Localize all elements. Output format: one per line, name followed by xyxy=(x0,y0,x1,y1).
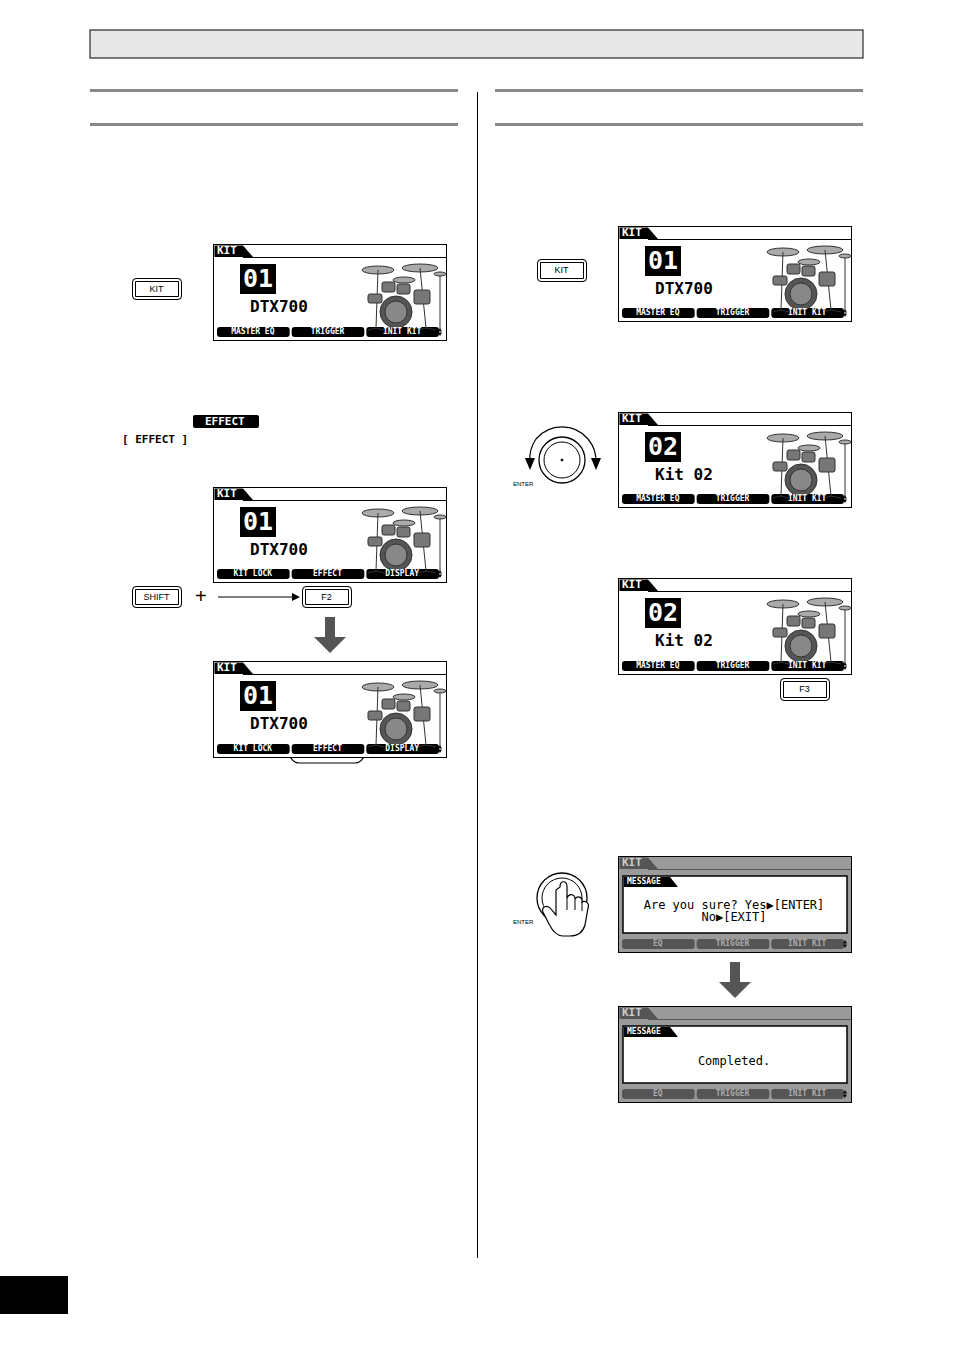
soft-key-label: DISPLAY xyxy=(385,569,419,579)
soft-key-label: INIT KIT xyxy=(383,327,422,337)
lcd-message-screen: KIT MESSAGE Are you sure? Yes▶[ENTER] No▶[… xyxy=(618,856,852,953)
kit-name: Kit 02 xyxy=(655,465,713,485)
drum-kit-illustration xyxy=(761,242,851,314)
soft-key-label: TRIGGER xyxy=(716,939,750,949)
kit-number: 02 xyxy=(645,432,681,462)
soft-key-label: INIT KIT xyxy=(788,661,827,671)
button-label: KIT xyxy=(554,265,568,275)
rule xyxy=(90,123,458,126)
soft-key-label: KIT LOCK xyxy=(234,569,273,579)
kit-number: 01 xyxy=(240,264,276,294)
header-bar xyxy=(90,30,863,58)
panel-button: F2 xyxy=(302,586,352,608)
panel-button: KIT xyxy=(537,259,587,282)
panel-button: KIT xyxy=(132,278,182,300)
kit-number: 01 xyxy=(240,507,276,537)
soft-key-label: INIT KIT xyxy=(788,939,827,949)
rule xyxy=(495,89,863,92)
plus-sign: + xyxy=(193,585,209,608)
kit-name: DTX700 xyxy=(250,714,308,734)
soft-key-label: TRIGGER xyxy=(716,1089,750,1099)
kit-number: 02 xyxy=(645,598,681,628)
page-tab xyxy=(0,1276,68,1314)
screen-tab: KIT xyxy=(622,227,642,239)
lcd-screen: KIT01DTX700MASTER EQ TRIGGER INIT KIT xyxy=(213,244,447,341)
kit-number: 01 xyxy=(645,246,681,276)
rule xyxy=(90,89,458,92)
panel-button: SHIFT xyxy=(132,586,182,608)
soft-key-label: INIT KIT xyxy=(788,308,827,318)
soft-key-label: TRIGGER xyxy=(716,494,750,504)
screen-tab: KIT xyxy=(622,413,642,425)
connector xyxy=(218,593,300,601)
rule xyxy=(495,123,863,126)
kit-number: 01 xyxy=(240,681,276,711)
connector xyxy=(719,962,751,998)
button-label: KIT xyxy=(149,284,163,294)
message-text: Completed. xyxy=(629,1055,839,1067)
soft-key-label: TRIGGER xyxy=(716,661,750,671)
button-label: F3 xyxy=(799,684,810,694)
lcd-message-screen: KIT MESSAGE Completed. EQ TRIGGER INIT KIT xyxy=(618,1006,852,1103)
soft-key-label: EFFECT xyxy=(313,569,342,579)
column-divider xyxy=(477,92,478,1258)
button-label: F2 xyxy=(321,592,332,602)
screen-tab: KIT xyxy=(622,857,642,869)
screen-tab: KIT xyxy=(217,245,237,257)
soft-key-label: MASTER EQ xyxy=(231,327,274,337)
lcd-screen: KIT01DTX700KIT LOCK EFFECT DISPLAY xyxy=(213,487,447,583)
message-tag: MESSAGE xyxy=(627,1027,661,1037)
kit-name: DTX700 xyxy=(250,540,308,560)
lcd-screen: KIT01DTX700MASTER EQ TRIGGER INIT KIT xyxy=(618,226,852,322)
drum-kit-illustration xyxy=(356,503,446,575)
soft-key-label: EFFECT xyxy=(313,744,342,754)
data-dial-press xyxy=(537,873,588,936)
effect-off-indicator: [ EFFECT ] xyxy=(122,433,188,446)
connector xyxy=(314,617,346,653)
data-dial xyxy=(525,427,601,483)
soft-key-label: MASTER EQ xyxy=(636,661,679,671)
kit-name: DTX700 xyxy=(250,297,308,317)
soft-key-label: TRIGGER xyxy=(716,308,750,318)
soft-key-label: EQ xyxy=(653,1089,663,1099)
soft-key-label: EQ xyxy=(653,939,663,949)
drum-kit-illustration xyxy=(761,594,851,666)
soft-key-label: TRIGGER xyxy=(311,327,345,337)
message-tag: MESSAGE xyxy=(627,877,661,887)
screen-tab: KIT xyxy=(217,488,237,500)
lcd-screen: KIT01DTX700KIT LOCK EFFECT DISPLAY xyxy=(213,661,447,758)
enter-label: ENTER xyxy=(513,919,533,925)
drum-kit-illustration xyxy=(356,260,446,332)
soft-key-label: INIT KIT xyxy=(788,1089,827,1099)
drum-kit-illustration xyxy=(761,428,851,500)
drum-kit-illustration xyxy=(356,677,446,749)
effect-icon: EFFECT xyxy=(193,415,259,428)
soft-key-label: MASTER EQ xyxy=(636,494,679,504)
button-label: SHIFT xyxy=(144,592,170,602)
panel-button: F3 xyxy=(780,678,830,701)
kit-name: DTX700 xyxy=(655,279,713,299)
lcd-screen: KIT02Kit 02 MASTER EQ TRIGGER INIT KIT xyxy=(618,412,852,508)
kit-name: Kit 02 xyxy=(655,631,713,651)
screen-tab: KIT xyxy=(217,662,237,674)
lcd-screen: KIT02Kit 02 MASTER EQ TRIGGER INIT KIT xyxy=(618,578,852,675)
screen-tab: KIT xyxy=(622,1007,642,1019)
message-text: Are you sure? Yes▶[ENTER] No▶[EXIT] xyxy=(629,899,839,923)
soft-key-label: KIT LOCK xyxy=(234,744,273,754)
enter-label: ENTER xyxy=(513,481,533,487)
screen-tab: KIT xyxy=(622,579,642,591)
soft-key-label: MASTER EQ xyxy=(636,308,679,318)
soft-key-label: DISPLAY xyxy=(385,744,419,754)
soft-key-label: INIT KIT xyxy=(788,494,827,504)
